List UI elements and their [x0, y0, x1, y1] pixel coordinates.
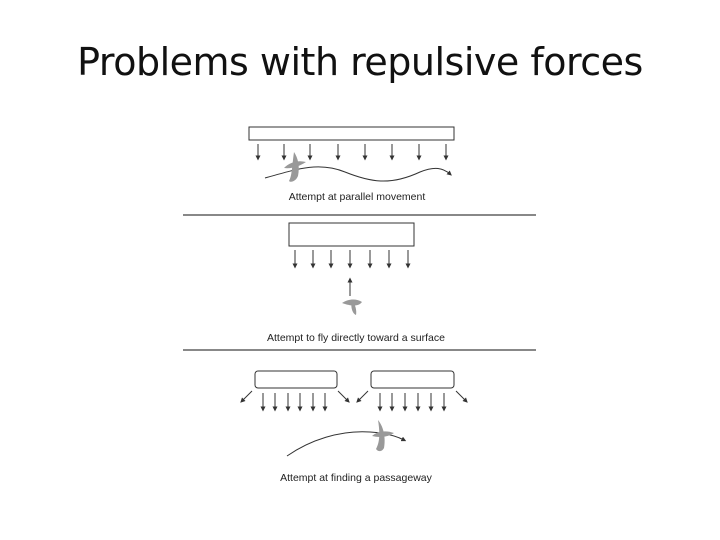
caption-3: Attempt at finding a passageway [280, 472, 433, 484]
wall-3-left [254, 370, 338, 389]
bird-icon [342, 299, 362, 315]
force-arrows-2 [292, 250, 411, 269]
panel-parallel-movement: Attempt at parallel movement [248, 126, 455, 203]
caption-2: Attempt to fly directly toward a surface [267, 332, 445, 344]
wall-3-right [370, 370, 455, 389]
flight-path-1 [264, 166, 452, 182]
panel-passageway: Attempt at finding a passageway [240, 370, 468, 484]
slide-title: Problems with repulsive forces [77, 40, 643, 84]
flight-path-3 [286, 431, 407, 457]
force-arrows-1 [255, 144, 449, 161]
bird-icon [372, 420, 394, 452]
force-arrows-3 [240, 390, 468, 412]
caption-1: Attempt at parallel movement [289, 191, 426, 203]
panel-direct-approach: Attempt to fly directly toward a surface [267, 222, 445, 344]
wall-1 [248, 126, 455, 141]
bird-icon [284, 152, 306, 182]
wall-2 [288, 222, 415, 247]
